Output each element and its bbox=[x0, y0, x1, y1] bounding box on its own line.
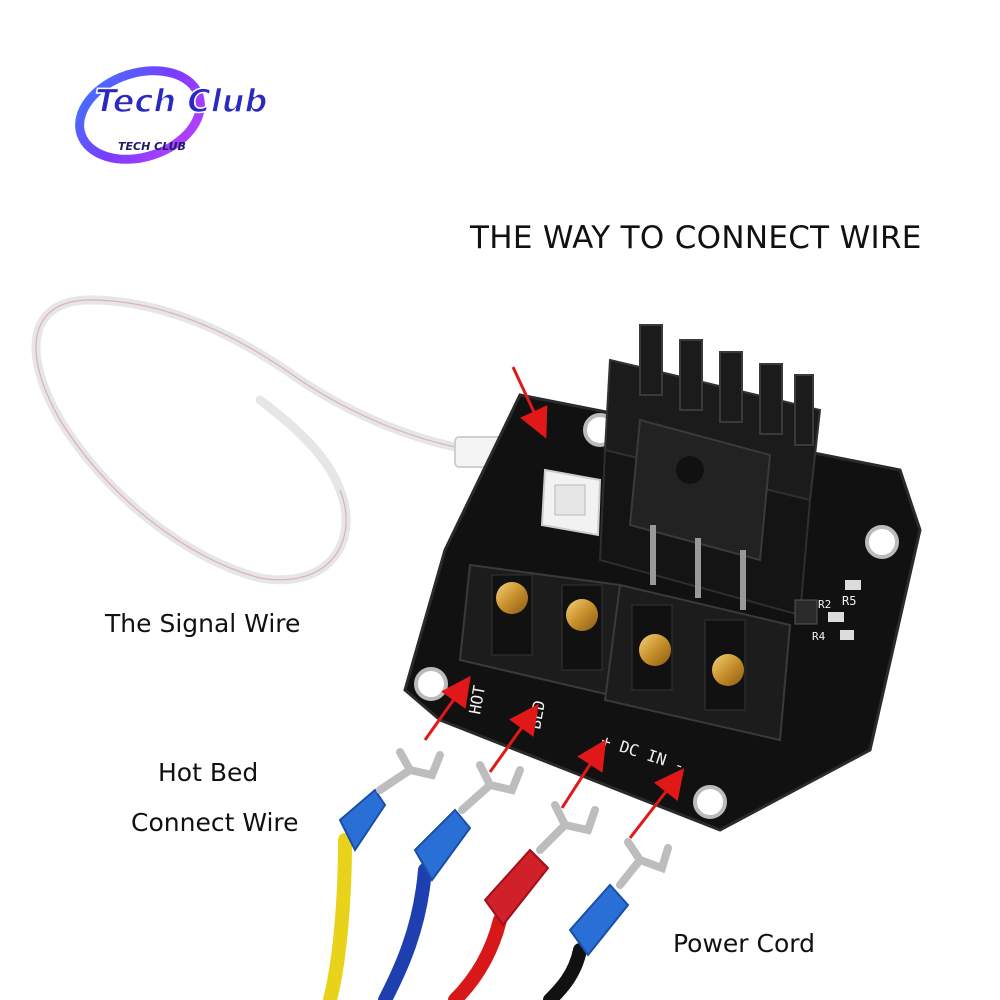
resistor-r5 bbox=[845, 580, 861, 590]
hotbed-screw-2 bbox=[566, 599, 598, 631]
wire-black bbox=[543, 838, 672, 1000]
silk-r2: R2 bbox=[818, 598, 831, 611]
fork-sleeve-blue bbox=[413, 808, 472, 882]
silk-r5: R5 bbox=[842, 594, 856, 608]
wire-yellow bbox=[323, 748, 444, 1000]
arrow-bed bbox=[488, 703, 539, 773]
hotbed-terminal-block bbox=[458, 563, 622, 697]
resistor-r4 bbox=[840, 630, 854, 640]
mosfet-chip bbox=[628, 418, 772, 610]
logo-brand-text: Tech Club bbox=[95, 82, 267, 120]
fork-sleeve-blue bbox=[568, 883, 630, 957]
signal-wire-label: The Signal Wire bbox=[105, 609, 301, 638]
power-screw-1 bbox=[639, 634, 671, 666]
hot-bed-label-line2: Connect Wire bbox=[131, 808, 299, 837]
page-title: THE WAY TO CONNECT WIRE bbox=[470, 220, 922, 256]
arrow-hot bbox=[423, 675, 471, 741]
wire-red bbox=[448, 801, 599, 1000]
mount-hole bbox=[865, 525, 899, 559]
power-cord-label: Power Cord bbox=[673, 929, 815, 958]
mount-hole bbox=[414, 667, 448, 701]
silk-hot: HOT bbox=[465, 684, 489, 716]
mosfet-board: R5 R2 R4 U1 HOT BED + DC IN - bbox=[403, 324, 922, 832]
hot-bed-label-line1: Hot Bed bbox=[158, 758, 259, 787]
arrow-dc-plus bbox=[560, 739, 607, 809]
power-terminal-block bbox=[603, 583, 792, 742]
fork-sleeve-blue bbox=[338, 788, 387, 852]
arrow-dc-minus bbox=[628, 768, 685, 839]
wire-blue bbox=[378, 761, 524, 1000]
hotbed-screw-1 bbox=[496, 582, 528, 614]
arrows bbox=[423, 366, 685, 839]
resistor-r2 bbox=[828, 612, 844, 622]
power-screw-2 bbox=[712, 654, 744, 686]
transistor bbox=[794, 599, 818, 625]
fork-sleeve-red bbox=[483, 848, 550, 927]
arrow-signal bbox=[511, 366, 548, 439]
mount-hole bbox=[693, 785, 727, 819]
silk-r4: R4 bbox=[812, 630, 826, 643]
logo-sub-text: TECH CLUB bbox=[118, 140, 186, 153]
signal-wire bbox=[31, 295, 506, 585]
signal-connector-socket bbox=[540, 468, 602, 537]
tech-club-logo: Tech Club TECH CLUB bbox=[75, 66, 268, 164]
